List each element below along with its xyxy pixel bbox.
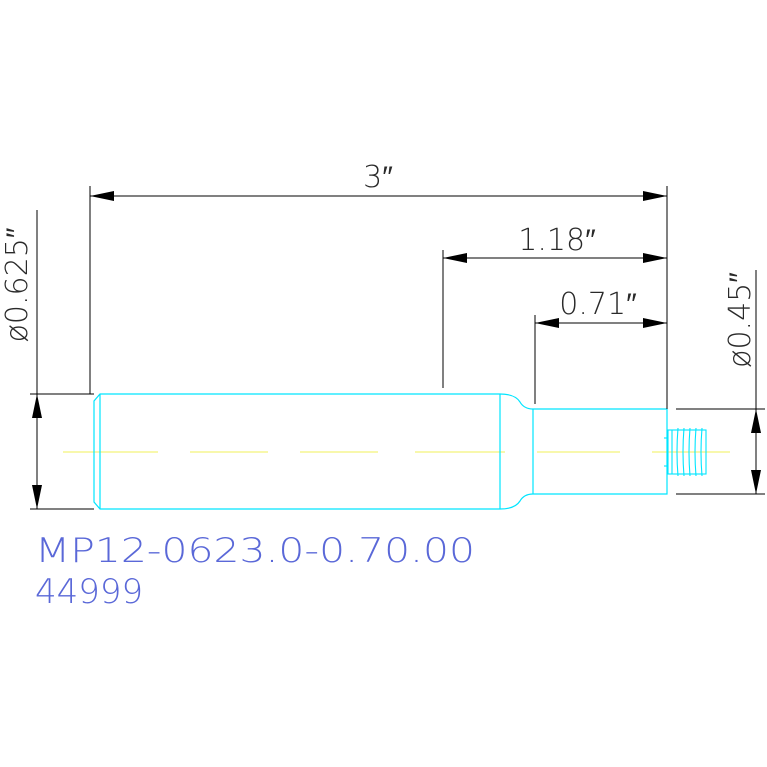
part-outline: [93, 393, 668, 510]
major-diameter-label: ø0.625″: [0, 227, 35, 342]
arrowheads: [32, 191, 761, 509]
minor-diameter-label: ø0.45″: [723, 272, 758, 368]
length-2-label: 0.71″: [559, 287, 637, 322]
length-1-label: 1.18″: [518, 223, 596, 258]
part-number: MP12-0623.0-0.70.00: [35, 531, 475, 571]
overall-length-label: 3″: [363, 160, 393, 195]
part-id: 44999: [35, 572, 143, 612]
threaded-end: [664, 427, 707, 477]
dimension-lines: [30, 186, 765, 510]
